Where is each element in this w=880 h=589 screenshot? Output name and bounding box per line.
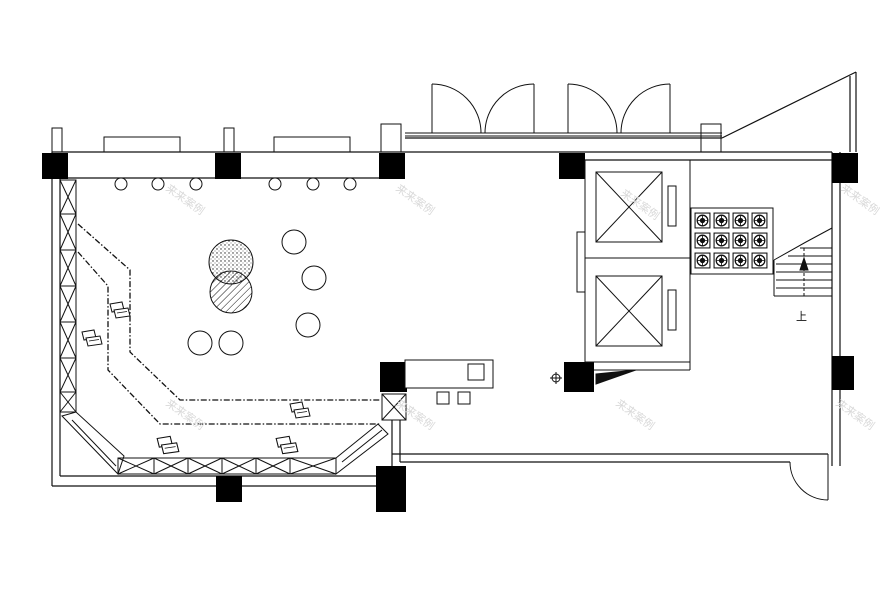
outer-walls (51, 71, 857, 487)
stair-up-label: 上 (796, 310, 807, 323)
side-door (789, 454, 829, 501)
stair (773, 227, 833, 297)
entrance-doors (431, 83, 671, 134)
counter-outline (77, 223, 380, 425)
round-shrub (208, 239, 254, 285)
planter-grid (690, 207, 774, 275)
facade-glazing (51, 123, 722, 153)
structural-columns (42, 153, 858, 512)
bar-stools (114, 177, 357, 191)
truss-frame (59, 179, 389, 476)
svg-text:来来案例: 来来案例 (613, 396, 657, 433)
elevator-core (550, 160, 691, 385)
svg-text:来来案例: 来来案例 (393, 181, 437, 218)
round-tables (187, 229, 327, 356)
svg-text:来来案例: 来来案例 (163, 396, 207, 433)
reception-counter (381, 359, 494, 421)
svg-text:来来案例: 来来案例 (838, 181, 880, 218)
svg-text:来来案例: 来来案例 (618, 186, 662, 223)
